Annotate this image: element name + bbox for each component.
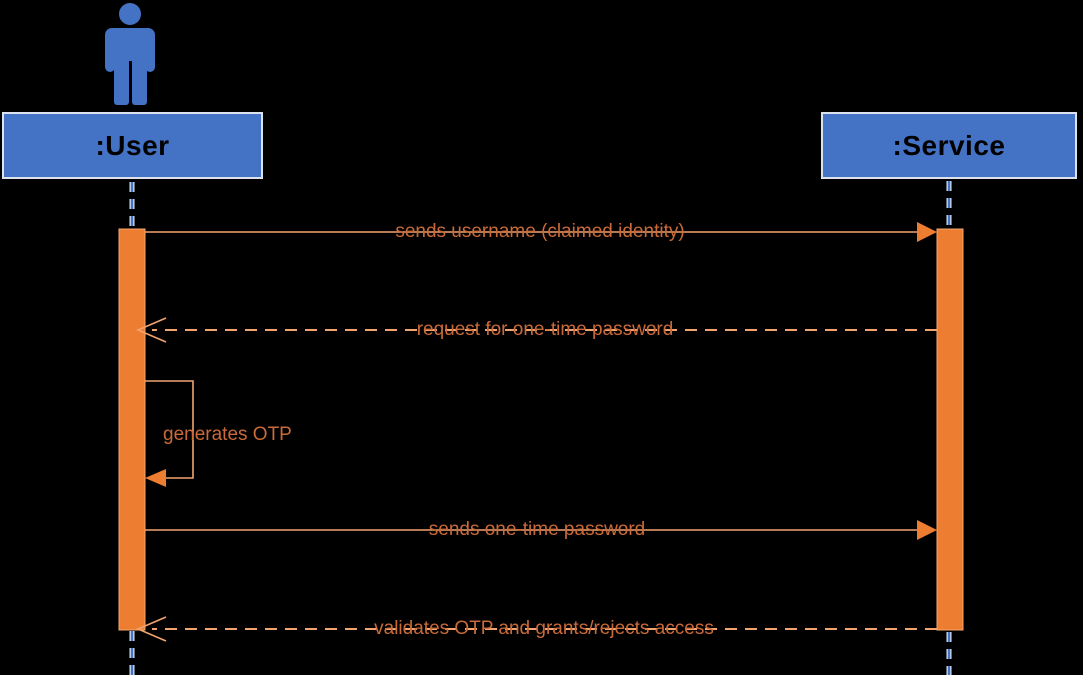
filled-arrowhead-icon [917, 222, 937, 242]
open-arrowhead-icon [135, 317, 167, 343]
lifeline-header-user: :User [2, 112, 263, 179]
message-arrow-sends-otp [145, 520, 937, 540]
actor-icon [105, 3, 155, 105]
user-activation-bar [118, 228, 146, 631]
message-arrow-request-otp [135, 317, 937, 343]
lifeline-service-label: :Service [892, 129, 1006, 161]
message-label-sends-otp: sends one-time password [428, 519, 646, 540]
message-label-validates-otp: validates OTP and grants/rejects access [374, 618, 714, 639]
message-label-sends-username: sends username (claimed identity) [395, 221, 685, 242]
open-arrowhead-icon [135, 616, 167, 642]
message-label-generates-otp: generates OTP [163, 424, 292, 445]
message-arrow-sends-username [145, 222, 937, 242]
service-activation-bar [936, 228, 964, 631]
message-label-request-otp: request for one-time password [416, 319, 674, 340]
self-message-generates-otp [145, 380, 194, 487]
filled-arrowhead-icon [917, 520, 937, 540]
filled-arrowhead-icon [145, 469, 166, 487]
lifeline-user-label: :User [95, 129, 170, 161]
lifeline-header-service: :Service [821, 112, 1077, 179]
message-arrow-validates-otp [135, 616, 937, 642]
